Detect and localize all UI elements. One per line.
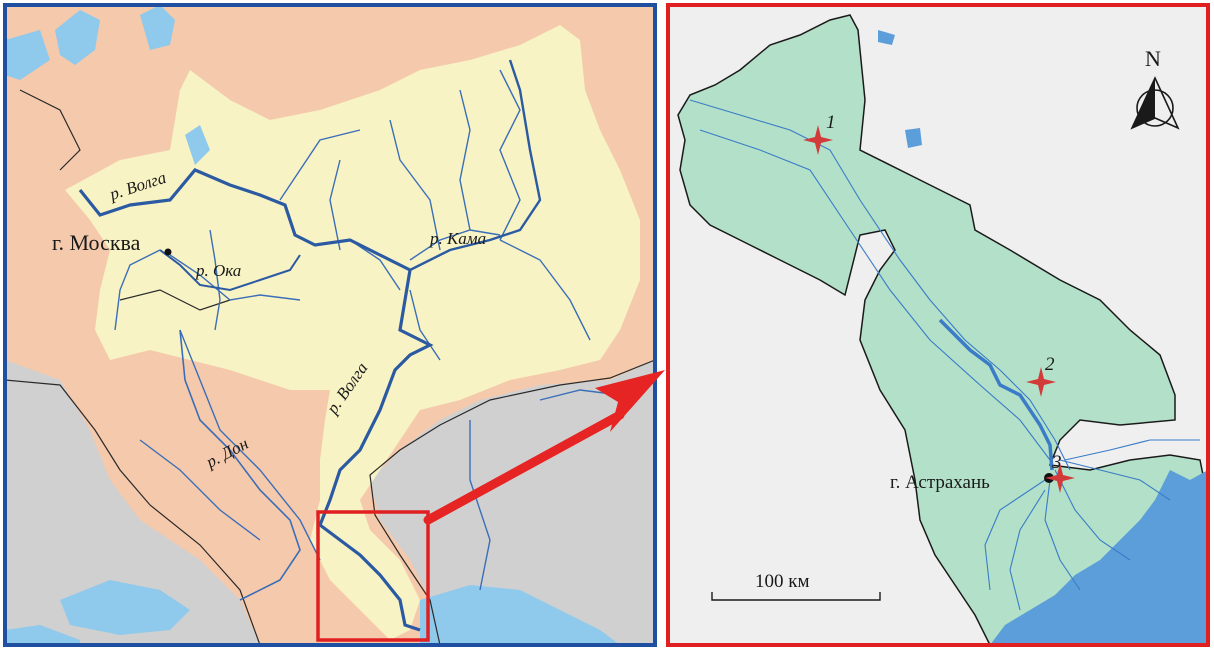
site-label: 3 bbox=[1051, 452, 1062, 473]
site-3: 3 bbox=[1045, 452, 1075, 493]
gulf-of-finland bbox=[5, 30, 50, 80]
connector-arrow bbox=[423, 370, 665, 525]
moscow-marker bbox=[164, 248, 172, 256]
site-marker-icon bbox=[1026, 367, 1056, 397]
site-1: 1 bbox=[803, 112, 836, 155]
label-astrakhan: г. Астрахань bbox=[890, 472, 990, 493]
admin-borders bbox=[5, 89, 655, 645]
lake-small bbox=[905, 128, 922, 148]
volga-main-channel bbox=[938, 318, 1054, 471]
astrakhan-region bbox=[677, 14, 1208, 645]
scale-label: 100 км bbox=[755, 571, 810, 592]
site-marker-icon bbox=[803, 125, 833, 155]
don-river bbox=[179, 329, 301, 601]
scale-bar: 100 км bbox=[711, 571, 881, 601]
rybinsk-reservoir bbox=[185, 125, 210, 165]
left-map: р. Волга г. Москва р. Ока р. Кама р. Вол… bbox=[3, 3, 657, 647]
kama-river bbox=[409, 59, 542, 272]
site-2: 2 bbox=[1026, 354, 1056, 397]
right-map: N г. Астрахань 1 2 3 bbox=[666, 3, 1210, 647]
azov-sea bbox=[60, 580, 190, 635]
inset-frame bbox=[316, 510, 430, 642]
lake-ladoga bbox=[55, 10, 100, 65]
north-arrow: N bbox=[1130, 46, 1180, 130]
right-map-frame bbox=[666, 3, 1210, 647]
foreign-territory-west bbox=[5, 360, 260, 645]
delta-rivers bbox=[689, 99, 1200, 611]
site-marker-icon bbox=[1045, 463, 1075, 493]
lake-onega bbox=[140, 5, 175, 50]
site-label: 1 bbox=[826, 112, 836, 133]
label-kama: р. Кама bbox=[429, 229, 486, 248]
lake-north bbox=[878, 30, 895, 45]
volga-basin bbox=[65, 25, 640, 640]
label-moscow: г. Москва bbox=[52, 230, 141, 255]
caspian-sea bbox=[420, 585, 620, 645]
left-map-frame bbox=[3, 3, 657, 647]
black-sea bbox=[5, 625, 80, 645]
label-oka: р. Ока bbox=[195, 261, 241, 280]
site-label: 2 bbox=[1045, 354, 1055, 375]
caspian-sea bbox=[990, 470, 1208, 645]
north-label: N bbox=[1145, 46, 1161, 71]
oka-river bbox=[159, 249, 301, 292]
volga-river bbox=[78, 168, 434, 632]
